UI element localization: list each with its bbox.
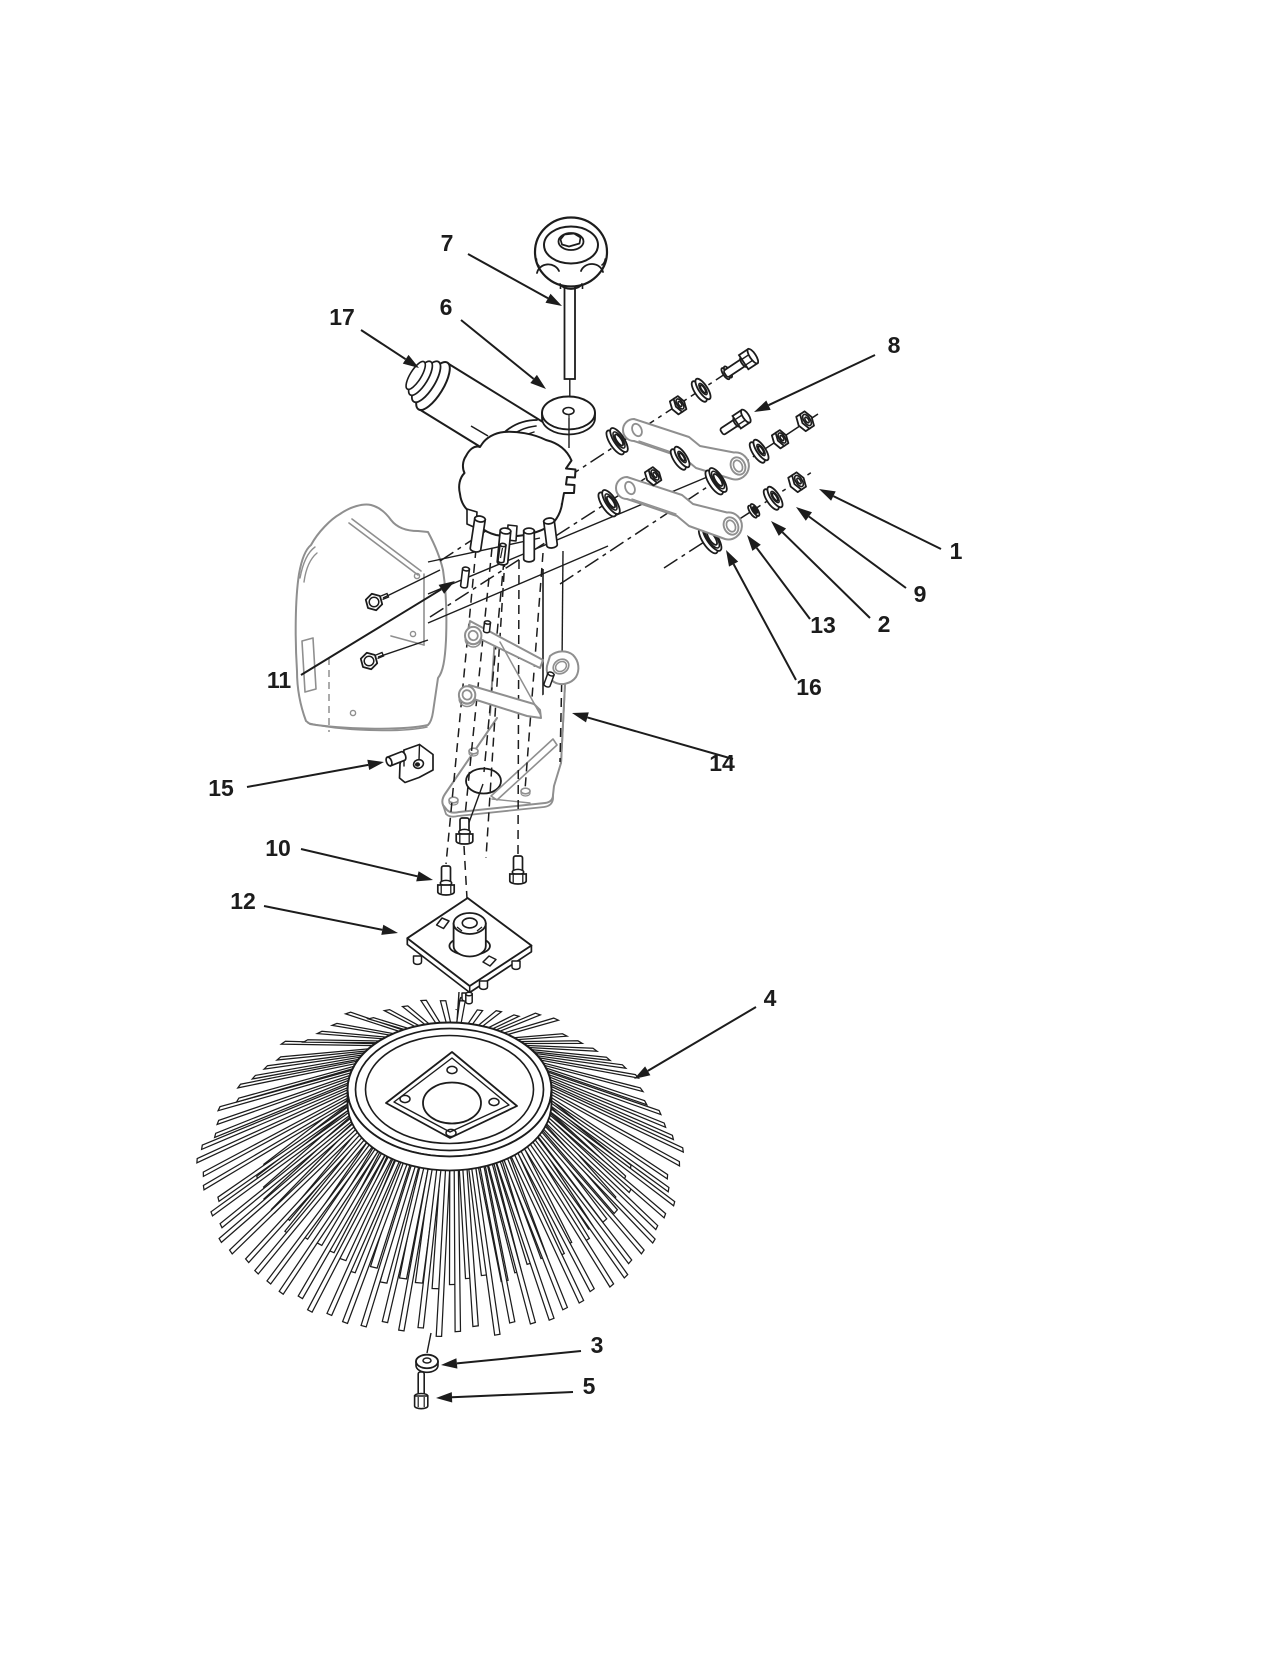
svg-text:6: 6 xyxy=(440,294,453,320)
svg-text:2: 2 xyxy=(878,611,891,637)
svg-text:9: 9 xyxy=(914,581,927,607)
svg-text:16: 16 xyxy=(796,674,822,700)
svg-text:8: 8 xyxy=(888,332,901,358)
svg-text:1: 1 xyxy=(950,538,963,564)
svg-text:5: 5 xyxy=(583,1373,596,1399)
svg-text:4: 4 xyxy=(764,985,777,1011)
svg-text:7: 7 xyxy=(441,230,454,256)
svg-text:17: 17 xyxy=(329,304,355,330)
svg-text:12: 12 xyxy=(230,888,256,914)
svg-text:15: 15 xyxy=(208,775,234,801)
svg-text:3: 3 xyxy=(591,1332,604,1358)
svg-text:10: 10 xyxy=(265,835,291,861)
svg-text:13: 13 xyxy=(810,612,836,638)
svg-text:14: 14 xyxy=(709,750,735,776)
svg-text:11: 11 xyxy=(267,667,292,693)
